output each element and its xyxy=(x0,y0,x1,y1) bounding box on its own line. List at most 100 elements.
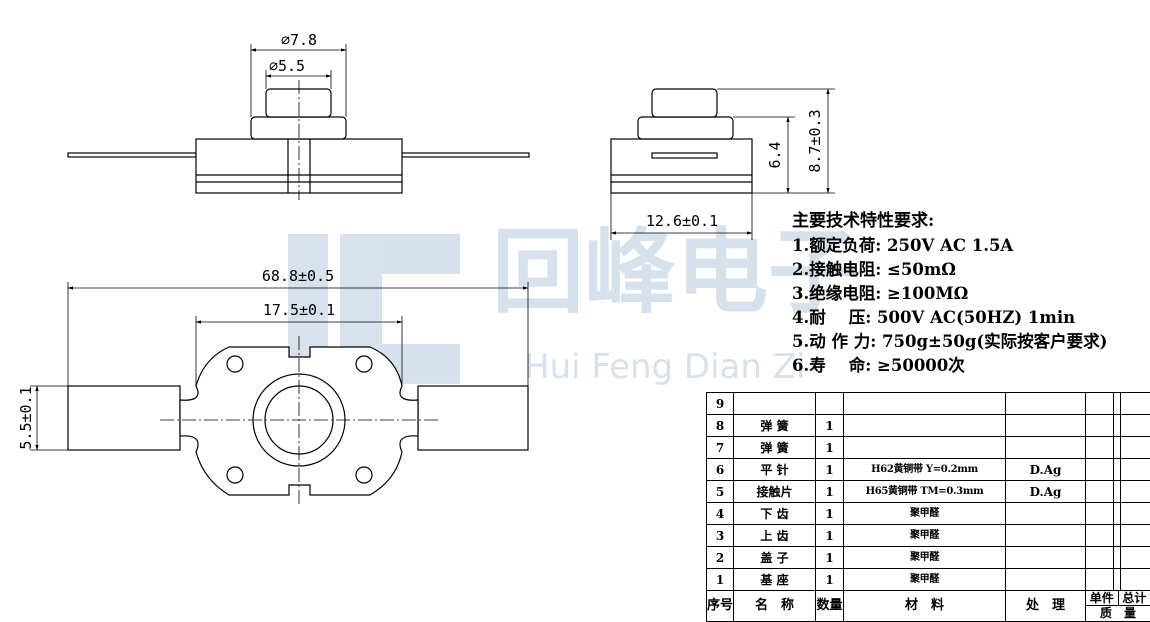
bom-cell-name: 基 座 xyxy=(733,568,816,591)
spec-item: 5.动 作 力: 750g±50g(实际按客户要求) xyxy=(792,331,1107,351)
bom-cell-weight xyxy=(1085,502,1114,525)
bom-cell-qty: 1 xyxy=(815,546,844,569)
bom-cell-weight xyxy=(1120,436,1150,459)
bom-header-treatment: 处 理 xyxy=(1005,590,1086,622)
bom-header-row: 序号 名 称 数量 材 料 处 理 单件 总计 质 量 xyxy=(706,590,1150,622)
bom-header-no: 序号 xyxy=(706,590,734,622)
bom-header-weight-label: 质 量 xyxy=(1099,606,1136,620)
bom-cell-treatment: D.Ag xyxy=(1005,480,1086,503)
bom-cell-weight xyxy=(1085,414,1114,437)
bom-cell-material: 聚甲醛 xyxy=(843,568,1006,591)
side-view xyxy=(610,88,753,194)
front-view-dimensions xyxy=(250,44,347,117)
side-body-height-label: 6.4 xyxy=(766,141,784,168)
technical-specs: 主要技术特性要求: 1.额定负荷: 250V AC 1.5A 2.接触电阻: ≤… xyxy=(792,210,1107,375)
specs-title: 主要技术特性要求: xyxy=(792,210,934,231)
bom-cell-weight xyxy=(1113,524,1121,547)
button-inner-diameter-label: ⌀5.5 xyxy=(269,57,305,75)
bom-cell-weight xyxy=(1113,436,1121,459)
side-width-label: 12.6±0.1 xyxy=(646,212,718,230)
spec-item: 4.耐 压: 500V AC(50HZ) 1min xyxy=(792,307,1075,327)
bom-cell-no: 3 xyxy=(706,524,734,547)
spec-item: 3.绝缘电阻: ≥100MΩ xyxy=(792,283,968,303)
bom-cell-treatment xyxy=(1005,414,1086,437)
bom-cell-no: 6 xyxy=(706,458,734,481)
terminal-width-label: 5.5±0.1 xyxy=(17,386,35,449)
bom-cell-no: 4 xyxy=(706,502,734,525)
bom-cell-name: 平 针 xyxy=(733,458,816,481)
plan-view-dimensions xyxy=(30,282,529,451)
bom-cell-weight xyxy=(1113,392,1121,415)
bom-header-unit-weight: 单件 xyxy=(1089,591,1114,606)
bom-cell-qty: 1 xyxy=(815,436,844,459)
bom-cell-weight xyxy=(1113,414,1121,437)
spec-item: 6.寿 命: ≥50000次 xyxy=(792,355,965,375)
bom-cell-name: 上 齿 xyxy=(733,524,816,547)
bom-cell-weight xyxy=(1085,568,1114,591)
bom-cell-name: 下 齿 xyxy=(733,502,816,525)
body-width-label: 17.5±0.1 xyxy=(263,301,335,319)
bom-cell-name: 弹 簧 xyxy=(733,414,816,437)
bom-header-total-weight: 总计 xyxy=(1117,591,1150,605)
bom-cell-material: 聚甲醛 xyxy=(843,524,1006,547)
bom-cell-qty: 1 xyxy=(815,568,844,591)
bom-cell-treatment xyxy=(1005,546,1086,569)
spec-item: 2.接触电阻: ≤50mΩ xyxy=(792,259,956,279)
bom-cell-qty: 1 xyxy=(815,502,844,525)
spec-item: 1.额定负荷: 250V AC 1.5A xyxy=(792,235,1013,255)
bom-cell-weight xyxy=(1113,458,1121,481)
bom-cell-no: 8 xyxy=(706,414,734,437)
bom-row: 9 xyxy=(706,392,1150,415)
bom-header-weight: 单件 总计 质 量 xyxy=(1085,590,1150,622)
bom-cell-material xyxy=(843,392,1006,415)
watermark-logo-icon xyxy=(288,234,460,384)
bom-header-material: 材 料 xyxy=(843,590,1006,622)
front-view xyxy=(67,80,530,200)
bom-cell-treatment: D.Ag xyxy=(1005,458,1086,481)
bom-cell-no: 5 xyxy=(706,480,734,503)
bom-cell-weight xyxy=(1085,524,1114,547)
bom-cell-qty: 1 xyxy=(815,524,844,547)
bom-cell-weight xyxy=(1085,546,1114,569)
bom-cell-material xyxy=(843,436,1006,459)
bom-cell-weight xyxy=(1113,546,1121,569)
bom-cell-weight xyxy=(1085,480,1114,503)
bom-cell-treatment xyxy=(1005,392,1086,415)
watermark-subtitle: Hui Feng Dian Zi xyxy=(524,347,805,387)
bom-cell-treatment xyxy=(1005,524,1086,547)
bom-cell-no: 9 xyxy=(706,392,734,415)
bom-cell-weight xyxy=(1120,546,1150,569)
bom-header-name: 名 称 xyxy=(733,590,816,622)
bom-cell-qty: 1 xyxy=(815,414,844,437)
bom-cell-weight xyxy=(1120,502,1150,525)
bom-cell-name: 弹 簧 xyxy=(733,436,816,459)
bom-cell-name: 盖 子 xyxy=(733,546,816,569)
bom-cell-material: 聚甲醛 xyxy=(843,546,1006,569)
bom-cell-weight xyxy=(1085,458,1114,481)
bom-cell-material: 聚甲醛 xyxy=(843,502,1006,525)
bom-cell-weight xyxy=(1085,436,1114,459)
watermark-title: 回峰电子 xyxy=(492,219,860,326)
watermark: 回峰电子 Hui Feng Dian Zi xyxy=(288,219,860,387)
bom-cell-weight xyxy=(1120,568,1150,591)
bom-cell-material xyxy=(843,414,1006,437)
bom-cell-weight xyxy=(1113,502,1121,525)
bom-cell-weight xyxy=(1120,480,1150,503)
side-total-height-label: 8.7±0.3 xyxy=(806,109,824,172)
bom-cell-no: 7 xyxy=(706,436,734,459)
bom-cell-weight xyxy=(1120,524,1150,547)
bom-cell-weight xyxy=(1085,392,1114,415)
button-outer-diameter-label: ⌀7.8 xyxy=(281,31,317,49)
overall-length-label: 68.8±0.5 xyxy=(262,267,334,285)
bom-header-qty: 数量 xyxy=(815,590,844,622)
bom-cell-qty xyxy=(815,392,844,415)
bom-cell-name: 接触片 xyxy=(733,480,816,503)
bom-cell-treatment xyxy=(1005,568,1086,591)
